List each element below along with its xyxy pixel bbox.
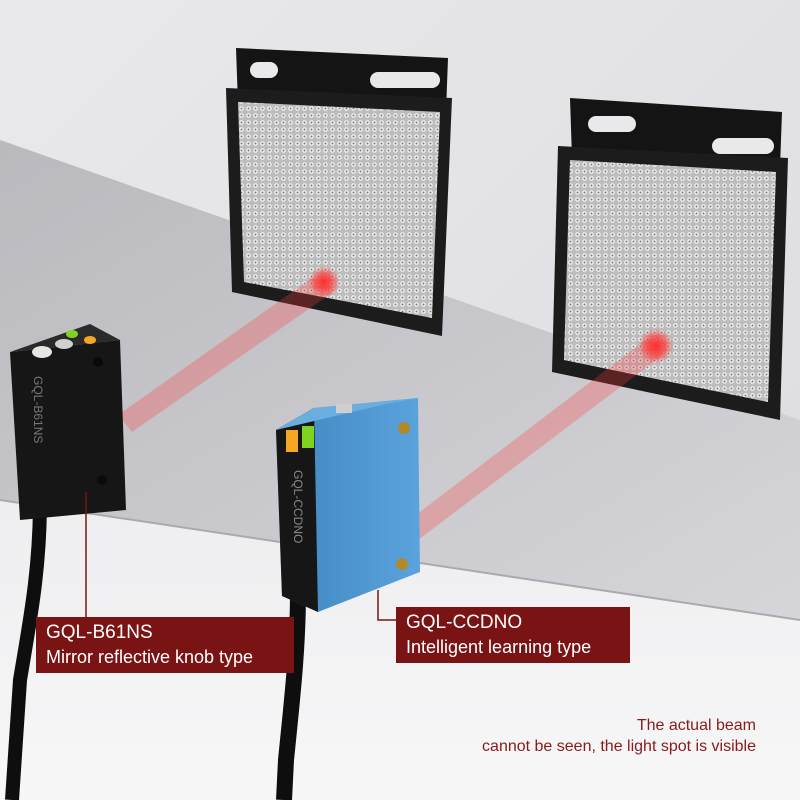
label-gql-b61ns: GQL-B61NS Mirror reflective knob type xyxy=(36,617,294,673)
label-gql-ccdno: GQL-CCDNO Intelligent learning type xyxy=(396,607,630,663)
model-description: Intelligent learning type xyxy=(406,637,592,657)
beam-right xyxy=(404,338,664,540)
surface-top xyxy=(0,140,800,620)
model-name: GQL-B61NS xyxy=(46,622,153,643)
light-spot-right xyxy=(638,328,674,364)
pointer-ccdno xyxy=(377,590,396,621)
sensor-b61ns: GQL-B61NS xyxy=(5,324,126,800)
reflector-left xyxy=(226,48,452,336)
caption-line-2: cannot be seen, the light spot is visibl… xyxy=(482,738,756,755)
light-spot-left xyxy=(308,266,340,298)
sensor-ccdno: GQL-CCDNO xyxy=(276,398,420,800)
model-name: GQL-CCDNO xyxy=(406,612,523,633)
beam-left xyxy=(118,278,336,432)
sensor-b61ns-print: GQL-B61NS xyxy=(31,376,45,443)
model-description: Mirror reflective knob type xyxy=(46,647,254,667)
sensor-ccdno-print: GQL-CCDNO xyxy=(291,470,305,543)
reflector-right xyxy=(552,98,788,420)
caption-line-1: The actual beam xyxy=(636,717,756,734)
beam-caption: The actual beam cannot be seen, the ligh… xyxy=(482,715,756,757)
